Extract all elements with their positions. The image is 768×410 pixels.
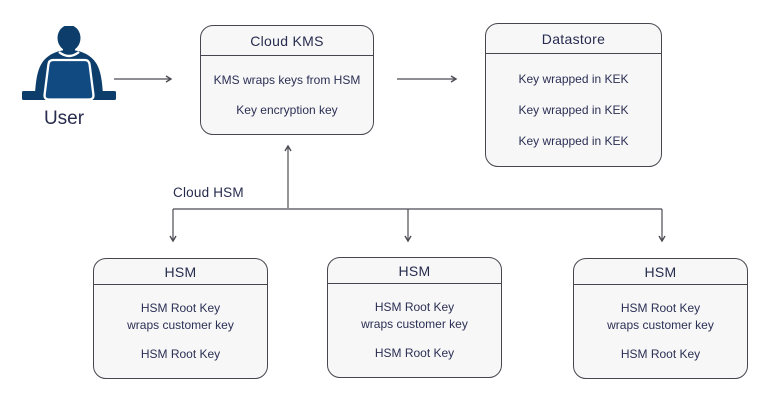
hsm-node-2: HSM HSM Root Key wraps customer key HSM … — [327, 257, 502, 378]
hsm-2-title: HSM — [328, 258, 501, 284]
hsm-3-line-1: HSM Root Key wraps customer key — [607, 301, 714, 332]
cloud-kms-line-2: Key encryption key — [236, 102, 338, 117]
datastore-title: Datastore — [486, 24, 661, 54]
hsm-2-line-1: HSM Root Key wraps customer key — [361, 300, 468, 331]
datastore-body: Key wrapped in KEK Key wrapped in KEK Ke… — [486, 54, 661, 166]
cloud-kms-line-1: KMS wraps keys from HSM — [213, 72, 361, 87]
hsm-node-3: HSM HSM Root Key wraps customer key HSM … — [573, 258, 748, 379]
hsm-node-1: HSM HSM Root Key wraps customer key HSM … — [93, 258, 268, 379]
hsm-1-line-2: HSM Root Key — [140, 347, 221, 362]
user-icon — [22, 25, 116, 110]
cloud-kms-node: Cloud KMS KMS wraps keys from HSM Key en… — [200, 25, 374, 135]
collar-line — [58, 51, 80, 58]
hsm-3-body: HSM Root Key wraps customer key HSM Root… — [574, 285, 747, 378]
cloud-hsm-label: Cloud HSM — [173, 185, 244, 200]
hsm-2-body: HSM Root Key wraps customer key HSM Root… — [328, 284, 501, 377]
datastore-node: Datastore Key wrapped in KEK Key wrapped… — [485, 23, 662, 167]
cloud-kms-body: KMS wraps keys from HSM Key encryption k… — [201, 56, 373, 134]
hsm-3-line-2: HSM Root Key — [620, 347, 701, 362]
head-shape — [57, 25, 81, 51]
datastore-line-3: Key wrapped in KEK — [518, 133, 629, 148]
laptop-shape — [43, 58, 95, 101]
hsm-1-title: HSM — [94, 259, 267, 285]
hsm-1-line-1: HSM Root Key wraps customer key — [127, 301, 234, 332]
hsm-1-body: HSM Root Key wraps customer key HSM Root… — [94, 285, 267, 378]
cloud-kms-title: Cloud KMS — [201, 26, 373, 56]
desk-left-shape — [22, 91, 48, 100]
person-at-laptop-icon — [22, 25, 116, 101]
hsm-3-title: HSM — [574, 259, 747, 285]
user-label: User — [43, 108, 85, 129]
datastore-line-2: Key wrapped in KEK — [518, 102, 629, 117]
datastore-line-1: Key wrapped in KEK — [518, 71, 629, 86]
hsm-2-line-2: HSM Root Key — [374, 346, 455, 361]
desk-right-shape — [90, 91, 116, 100]
